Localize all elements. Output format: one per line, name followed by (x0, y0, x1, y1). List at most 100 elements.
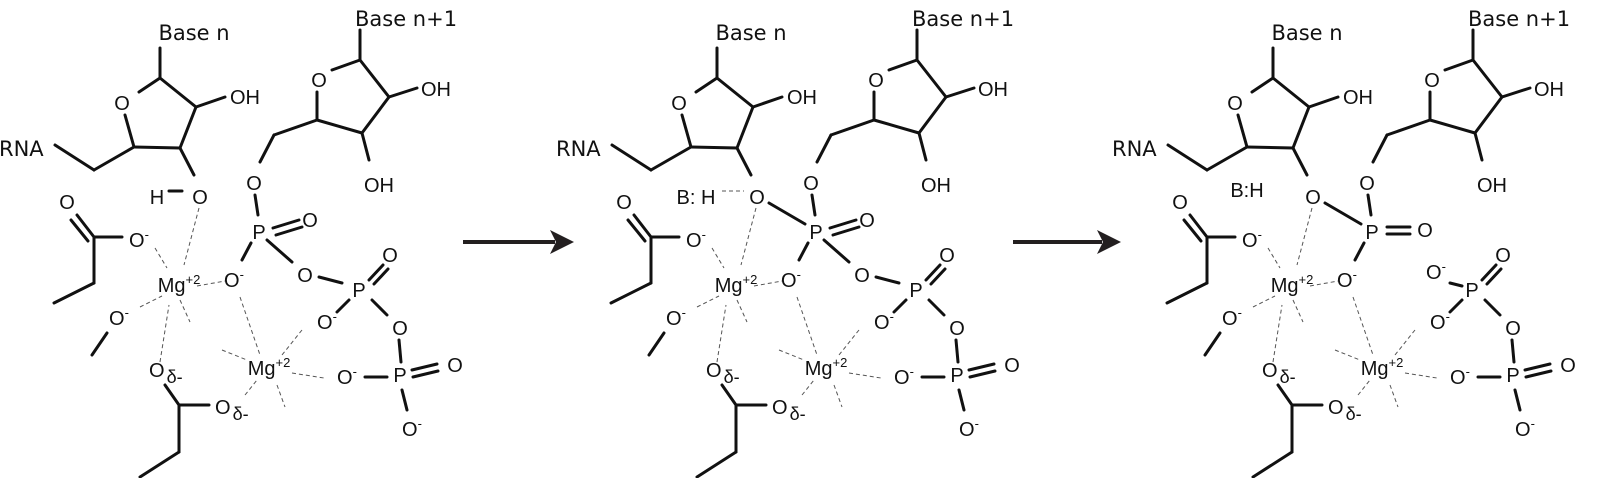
coordination-bond (1352, 296, 1374, 356)
hydroxyl-2prime: OH (787, 87, 817, 109)
atom-o: O (149, 360, 165, 382)
nucleophile-oxygen: O (1305, 187, 1321, 209)
atom-o: O (666, 308, 682, 330)
charge-minus: - (890, 309, 894, 324)
coordination-bond (1357, 379, 1371, 396)
gamma-oxyanion-left: O- (337, 364, 357, 389)
base-n1-label: Base n+1 (355, 7, 457, 31)
bond (1480, 263, 1498, 282)
bond (1485, 267, 1503, 286)
bond (137, 76, 162, 94)
oxyanion-ligand: O- (666, 305, 686, 330)
ring-oxygen-n1: O (311, 70, 327, 92)
bond (272, 118, 319, 137)
bond (1250, 76, 1275, 94)
bond (253, 193, 260, 217)
bond (92, 145, 136, 172)
bond (69, 218, 90, 243)
phosphoryl-oxygen-beta: O (939, 245, 955, 267)
bond (1428, 118, 1477, 135)
phosphoryl-oxygen-gamma: O (1560, 355, 1576, 377)
bond (367, 263, 385, 282)
charge-minus: - (353, 364, 357, 379)
bond (400, 388, 409, 412)
bond (892, 298, 908, 314)
atom-o: O (1337, 270, 1353, 292)
charge-minus: - (1258, 227, 1262, 242)
bond (927, 298, 946, 317)
atom-o: O (1430, 312, 1446, 334)
reaction-arrow-2 (1013, 230, 1121, 254)
atom-o: O (1328, 397, 1344, 419)
bond (924, 263, 942, 282)
coordination-bond (1267, 247, 1281, 269)
coordination-bond (281, 329, 303, 356)
phosphorus-gamma: P (950, 365, 963, 387)
bond (75, 213, 96, 239)
bond (831, 225, 861, 237)
ring-oxygen: O (1227, 93, 1243, 115)
phosphorus-beta: P (352, 280, 365, 302)
charge-minus: - (702, 227, 706, 242)
hydrogen-atom: H (150, 187, 164, 209)
bond (829, 118, 876, 137)
magnesium-ion-b: Mg+2 (1361, 355, 1404, 380)
bond (1165, 281, 1209, 305)
bond (358, 58, 391, 99)
bridging-oxygen-alpha-beta: O (297, 265, 313, 287)
ring-oxygen-n1: O (868, 70, 884, 92)
carbonyl-oxygen: O (616, 192, 632, 214)
bond (178, 105, 198, 150)
bond (265, 238, 294, 264)
atom-mg: Mg (248, 358, 276, 380)
protonated-base: B:H (1230, 180, 1263, 202)
bond (360, 95, 391, 135)
carboxylate-oxyanion: O- (1242, 227, 1262, 252)
phosphorus-alpha: P (1365, 222, 1378, 244)
magnesium-ion-a: Mg+2 (1271, 272, 1314, 297)
bond (360, 131, 371, 162)
coordination-bond (1334, 349, 1361, 361)
hydroxyl-3prime-n1: OH (921, 175, 951, 197)
partial-charge-delta: δ- (790, 404, 806, 424)
base-n-label: Base n (715, 21, 786, 45)
atom-o: O (706, 360, 722, 382)
atom-o: O (129, 230, 145, 252)
coordination-bond (159, 304, 170, 363)
atom-o: O (1262, 360, 1278, 382)
bond (1245, 145, 1295, 150)
coordination-bond (696, 295, 720, 308)
bond (1473, 95, 1504, 135)
bond (917, 131, 928, 162)
phosphoryl-oxygen-gamma: O (1004, 355, 1020, 377)
atom-o: O (215, 397, 231, 419)
coordination-bond (154, 247, 168, 269)
bond (53, 143, 96, 172)
bond (274, 225, 304, 237)
bridging-oxygen-beta-gamma: O (949, 318, 965, 340)
bond (1510, 338, 1516, 364)
atom-o: O (224, 270, 240, 292)
bond (915, 58, 948, 99)
coordination-bond (796, 296, 818, 356)
bond (372, 267, 390, 286)
bond (695, 450, 738, 478)
bond (1448, 281, 1464, 288)
charge-minus: - (145, 227, 149, 242)
charge-minus: - (1466, 364, 1470, 379)
atom-o: O (1426, 262, 1442, 284)
bond (335, 298, 351, 314)
bond (609, 281, 653, 305)
coordination-bond (179, 299, 191, 323)
charge-minus: - (797, 267, 801, 282)
beta-oxyanion: O- (874, 309, 894, 334)
atom-o: O (959, 419, 975, 441)
bond (797, 241, 810, 262)
phosphorus-alpha: P (809, 222, 822, 244)
charge-minus: - (333, 309, 337, 324)
phosphoryl-oxygen-beta: O (1495, 245, 1511, 267)
